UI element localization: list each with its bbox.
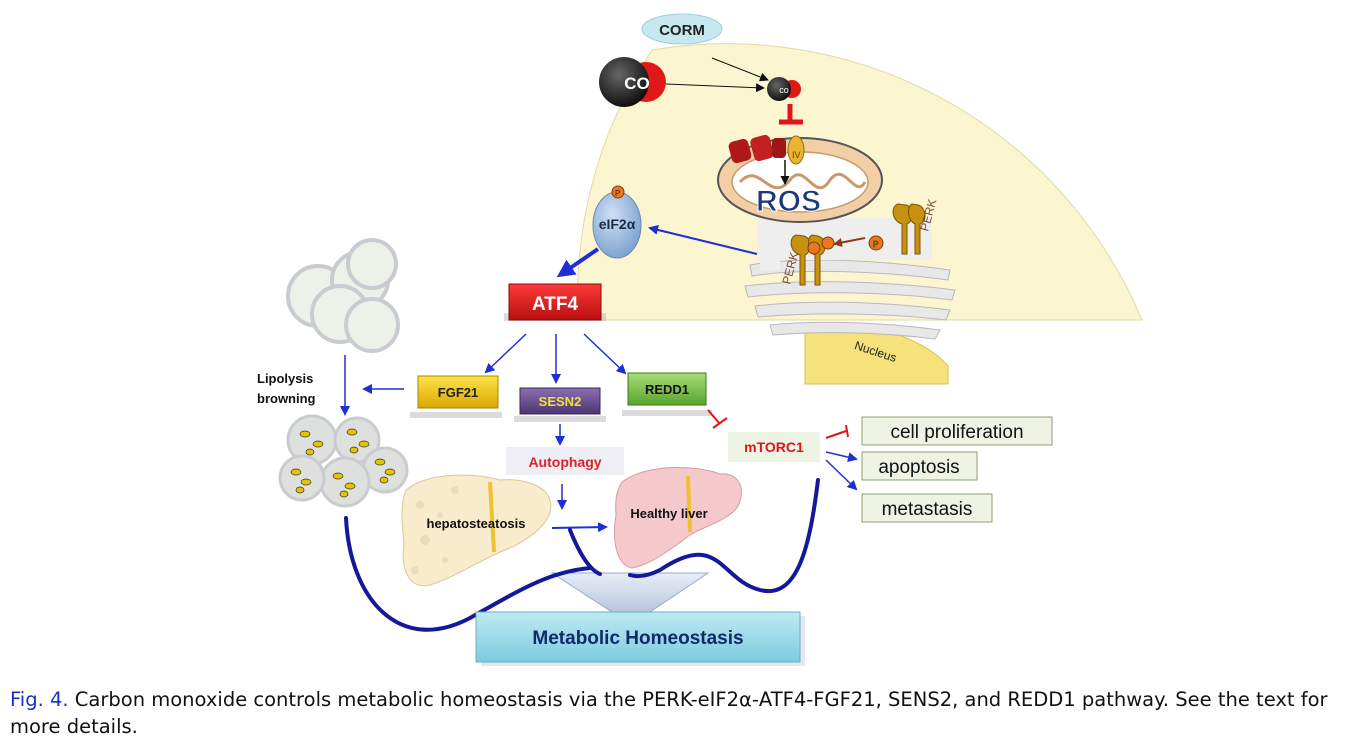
co-molecule: CO <box>599 57 666 107</box>
mitochondria-dots <box>290 428 396 498</box>
atf4-to-redd1-arrow <box>583 333 627 375</box>
fatty-liver: hepatosteatosis <box>401 474 552 587</box>
co-label: CO <box>624 74 650 93</box>
perk-left <box>790 234 835 286</box>
autophagy-box: Autophagy <box>506 447 624 475</box>
healthy-liver-label: Healthy liver <box>630 506 707 521</box>
apoptosis-box: apoptosis <box>861 451 978 481</box>
perk-to-eif2a-arrow <box>648 225 758 255</box>
eif2a-label: eIF2α <box>599 216 636 232</box>
apoptosis-label: apoptosis <box>878 457 959 478</box>
atf4-to-fgf21-arrow <box>484 333 527 374</box>
eif2a-node: P eIF2α <box>592 185 642 259</box>
co-small-molecule: co <box>767 77 801 101</box>
metastasis-label: metastasis <box>882 499 973 520</box>
convergence-curve <box>344 478 820 632</box>
metabolic-homeostasis-box: Metabolic Homeostasis <box>475 611 805 666</box>
figure-caption: Fig. 4. Carbon monoxide controls metabol… <box>10 686 1345 740</box>
mtorc1-label: mTORC1 <box>744 439 804 455</box>
eif2a-to-atf4-arrow <box>556 247 600 278</box>
healthy-liver: Healthy liver <box>614 466 742 569</box>
white-adipocytes <box>286 238 400 353</box>
perk-phospho-label: P <box>873 240 878 249</box>
lipolysis-label: Lipolysis <box>257 371 313 386</box>
metabolic-homeostasis-label: Metabolic Homeostasis <box>532 628 743 649</box>
steatosis-to-healthy-arrow <box>551 522 608 533</box>
brown-adipocytes <box>278 414 409 508</box>
atf4-box: ATF4 <box>504 283 606 321</box>
co-small-label: co <box>779 85 789 95</box>
complex-iv-label: IV <box>792 150 801 160</box>
sesn2-label: SESN2 <box>539 394 582 409</box>
perk-phosphorylation-arrow <box>833 237 866 247</box>
metastasis-box: metastasis <box>861 493 993 523</box>
fgf21-label: FGF21 <box>438 385 478 400</box>
cell-proliferation-box: cell proliferation <box>861 416 1053 446</box>
co-to-co-arrow <box>665 83 765 93</box>
perk-right: P <box>868 203 926 255</box>
corm-to-co-arrow <box>711 57 769 82</box>
mtorc1-box: mTORC1 <box>728 432 820 462</box>
corm-label: CORM <box>659 22 705 39</box>
mtorc1-to-metastasis-arrow <box>825 459 858 491</box>
mtorc1-inhibit-proliferation <box>825 424 849 439</box>
cell-proliferation-label: cell proliferation <box>890 422 1023 443</box>
caption-text: Carbon monoxide controls metabolic homeo… <box>10 688 1328 738</box>
co-inhibition <box>779 104 803 125</box>
browning-label: browning <box>257 391 316 406</box>
ros-label: ROS <box>756 185 821 218</box>
mtorc1-to-apoptosis-arrow <box>825 451 858 463</box>
eif2a-phospho-label: P <box>615 189 620 198</box>
sesn2-box: SESN2 <box>514 387 606 422</box>
caption-fig-label: Fig. 4. <box>10 688 69 711</box>
fgf21-box: FGF21 <box>410 375 502 418</box>
atf4-label: ATF4 <box>532 294 579 315</box>
nucleus: Nucleus <box>804 324 949 385</box>
hepatosteatosis-label: hepatosteatosis <box>427 516 526 531</box>
homeostasis-funnel <box>550 572 710 613</box>
corm-node: CORM <box>641 13 723 45</box>
pathway-diagram: Nucleus IV ROS P PERK PERK <box>257 13 1143 666</box>
autophagy-label: Autophagy <box>528 454 601 470</box>
redd1-label: REDD1 <box>645 382 689 397</box>
electron-transport-complexes: IV <box>728 134 805 165</box>
redd1-inhibition <box>707 409 728 429</box>
redd1-box: REDD1 <box>622 372 712 416</box>
